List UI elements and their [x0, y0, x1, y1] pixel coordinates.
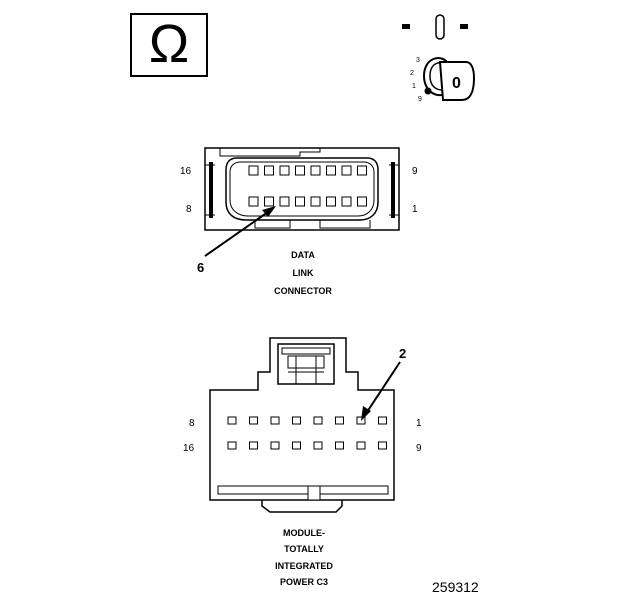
dlc-title-line-3: CONNECTOR — [274, 286, 332, 296]
dlc-title-line-2: LINK — [293, 268, 314, 278]
dlc-pin-cavity — [357, 165, 367, 176]
dlc-pin-cavity — [279, 196, 290, 207]
dlc-pin-cavity — [357, 196, 367, 207]
module-pin-cavity — [292, 441, 301, 450]
dlc-callout-number: 6 — [197, 260, 204, 275]
dlc-pin-label-9: 9 — [412, 166, 418, 177]
module-pin-grid — [227, 416, 387, 450]
dlc-pin-cavity — [295, 196, 305, 207]
module-title-line-3: INTEGRATED — [275, 561, 333, 571]
module-pin-cavity — [335, 416, 344, 425]
dlc-pin-cavity — [248, 196, 259, 207]
module-pin-cavity — [356, 416, 366, 425]
module-pin-cavity — [378, 416, 387, 425]
module-pin-label-9: 9 — [416, 443, 422, 454]
dlc-pin-grid — [248, 165, 367, 207]
module-pin-cavity — [335, 441, 344, 450]
figure-id: 259312 — [432, 579, 479, 595]
module-connector: 8 1 16 9 2 MODULE- TOTALLY INTEGRATED PO… — [183, 337, 422, 587]
ignition-position-3: 3 — [416, 57, 420, 64]
module-pin-cavity — [292, 416, 301, 425]
module-pin-cavity — [356, 441, 366, 450]
ignition-position-2: 2 — [410, 70, 414, 77]
module-pin-label-16: 16 — [183, 443, 195, 454]
dlc-pin-cavity — [248, 165, 259, 176]
ignition-position-1: 1 — [412, 83, 416, 90]
dlc-callout-arrow — [204, 211, 269, 257]
key-label: 0 — [452, 75, 461, 92]
dlc-pin-cavity — [264, 165, 274, 176]
module-pin-cavity — [378, 441, 387, 450]
ignition-switch-icon: 0 3 2 1 9 — [402, 14, 476, 103]
module-callout-arrow — [366, 361, 401, 413]
dlc-pin-cavity — [310, 165, 321, 176]
dlc-pin-cavity — [295, 165, 305, 176]
module-pin-cavity — [249, 416, 258, 425]
dlc-pin-cavity — [326, 165, 336, 176]
ohmmeter-icon: Ω — [130, 13, 208, 77]
dlc-title-line-1: DATA — [291, 250, 315, 260]
module-title-line-1: MODULE- — [283, 528, 325, 538]
module-pin-cavity — [249, 441, 258, 450]
module-title-line-4: POWER C3 — [280, 577, 328, 587]
dlc-pin-cavity — [341, 196, 352, 207]
module-pin-cavity — [313, 416, 323, 425]
dlc-pin-cavity — [264, 196, 274, 207]
module-callout-number: 2 — [399, 346, 406, 361]
dlc-pin-cavity — [341, 165, 352, 176]
module-pin-cavity — [227, 416, 237, 425]
dlc-pin-cavity — [310, 196, 321, 207]
data-link-connector: 16 9 8 1 6 DATA LINK CONNECTOR — [180, 147, 418, 296]
module-pin-cavity — [313, 441, 323, 450]
module-pin-label-1: 1 — [416, 418, 422, 429]
dlc-pin-cavity — [279, 165, 290, 176]
dlc-pin-label-1: 1 — [412, 204, 418, 215]
module-pin-cavity — [270, 441, 280, 450]
dlc-pin-label-16: 16 — [180, 166, 192, 177]
module-pin-label-8: 8 — [189, 418, 195, 429]
dlc-pin-label-8: 8 — [186, 204, 192, 215]
ignition-position-9: 9 — [418, 96, 422, 103]
dlc-pin-cavity — [326, 196, 336, 207]
module-title-line-2: TOTALLY — [284, 544, 324, 554]
module-pin-cavity — [227, 441, 237, 450]
ohm-symbol: Ω — [149, 14, 189, 74]
module-pin-cavity — [270, 416, 280, 425]
